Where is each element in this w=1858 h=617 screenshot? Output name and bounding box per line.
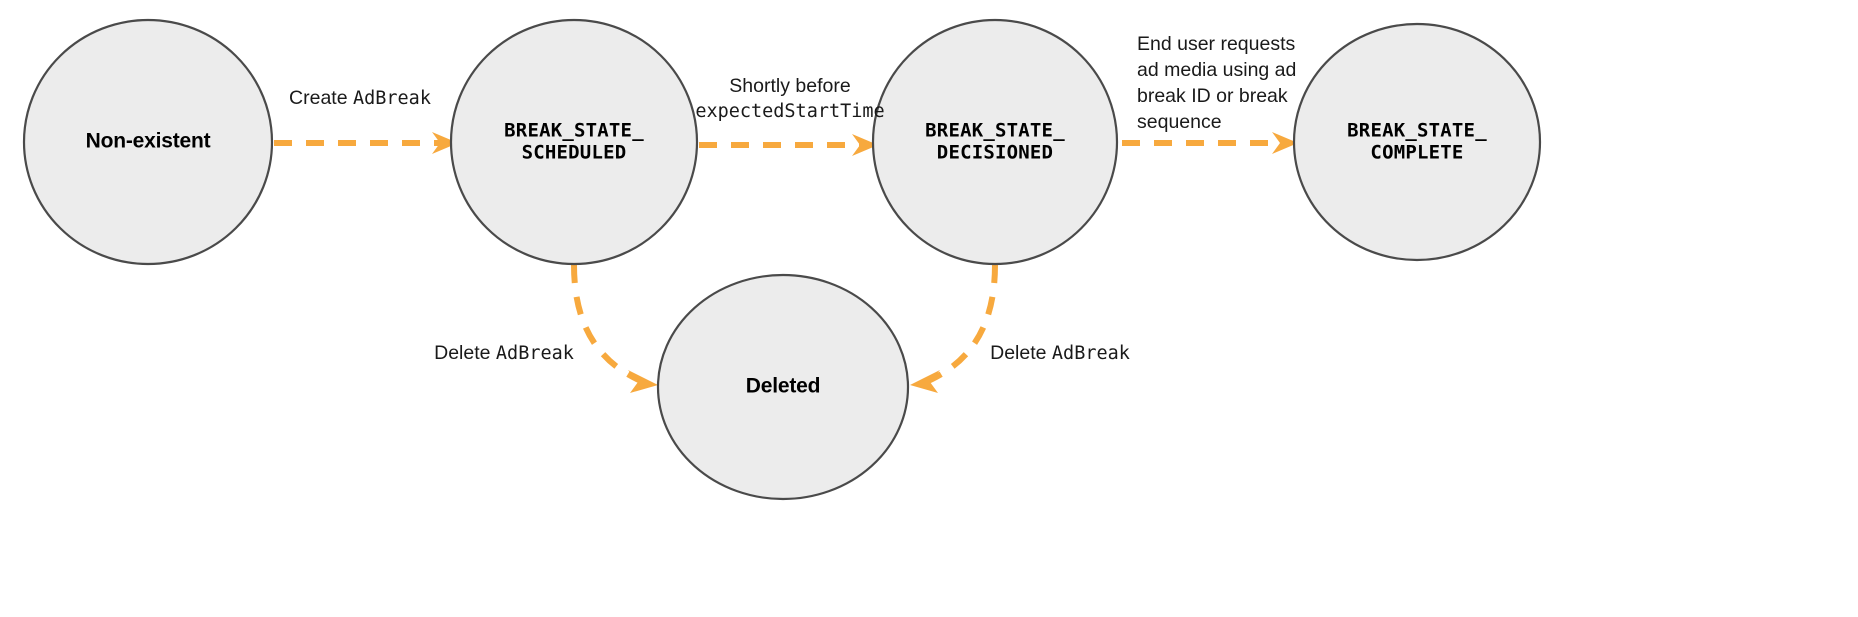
arrowhead-icon: [910, 370, 940, 393]
edge-line: [926, 264, 998, 384]
edge-line: [571, 264, 643, 384]
node-shape-break-state-decisioned[interactable]: [871, 18, 1119, 266]
edge-shortly-before-expectedstarttime: [699, 134, 878, 156]
node-shape-non-existent[interactable]: [22, 18, 274, 266]
edge-delete-adbreak-from-decisioned: [910, 264, 998, 393]
arrowhead-icon: [852, 134, 878, 156]
node-shape-break-state-scheduled[interactable]: [449, 18, 699, 266]
node-shape-deleted[interactable]: [656, 273, 910, 501]
edge-create-adbreak: [274, 132, 458, 154]
edges-layer: [274, 132, 1298, 393]
arrowhead-icon: [628, 370, 658, 393]
arrowhead-icon: [432, 132, 458, 154]
arrowhead-icon: [1272, 132, 1298, 154]
edge-delete-adbreak-from-scheduled: [571, 264, 658, 393]
edge-end-user-requests-ad-media: [1122, 132, 1298, 154]
node-shape-break-state-complete[interactable]: [1292, 22, 1542, 262]
nodes-layer: [22, 18, 1542, 501]
